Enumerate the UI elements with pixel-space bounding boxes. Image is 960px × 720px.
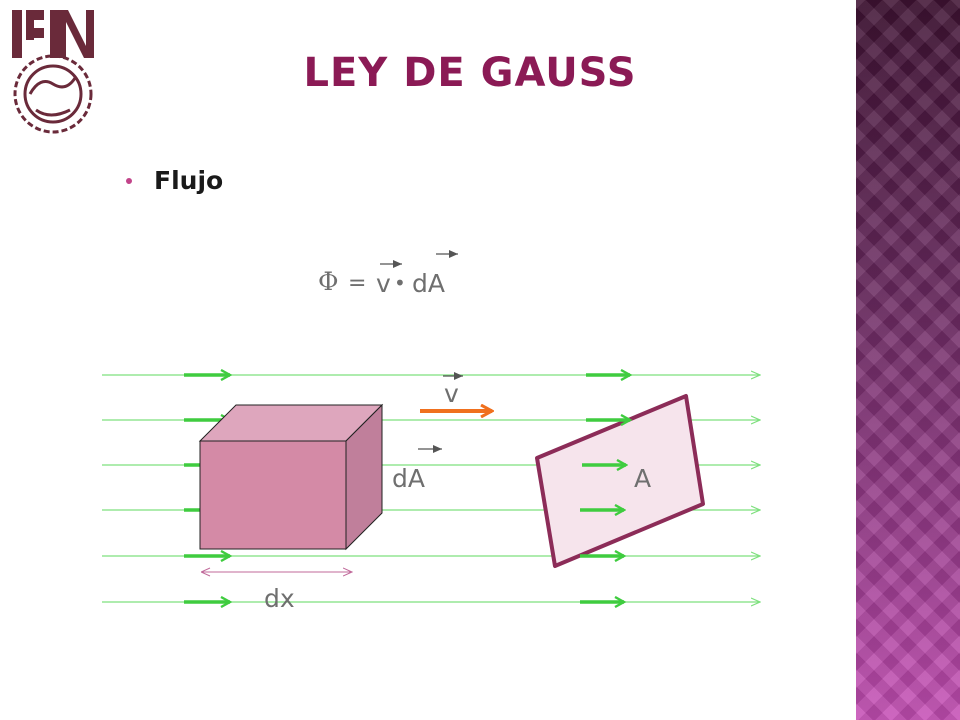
formula-dot: • — [394, 271, 406, 295]
bullet-dot-icon — [126, 177, 132, 184]
decorative-side-band — [856, 0, 960, 720]
cube-front-face — [199, 440, 347, 550]
formula-equals: = — [348, 271, 366, 296]
flow-arrows-right — [580, 375, 630, 602]
surface-area-parallelogram — [535, 394, 705, 568]
formula-v: v — [376, 269, 391, 298]
flux-diagram: Φ = v • dA — [102, 250, 856, 613]
bullet-item: Flujo — [126, 166, 223, 195]
area-element-label: dA — [392, 464, 425, 493]
ipn-logo — [12, 10, 94, 134]
flux-formula: Φ = v • dA — [318, 250, 458, 298]
formula-phi: Φ — [318, 267, 339, 296]
bullet-text: Flujo — [154, 166, 224, 195]
slide-title: LEY DE GAUSS — [303, 50, 637, 96]
area-label: A — [634, 464, 651, 493]
velocity-label: v — [444, 379, 459, 408]
thickness-label: dx — [264, 584, 295, 613]
volume-element-cube — [198, 403, 384, 551]
formula-dA: dA — [412, 269, 445, 298]
